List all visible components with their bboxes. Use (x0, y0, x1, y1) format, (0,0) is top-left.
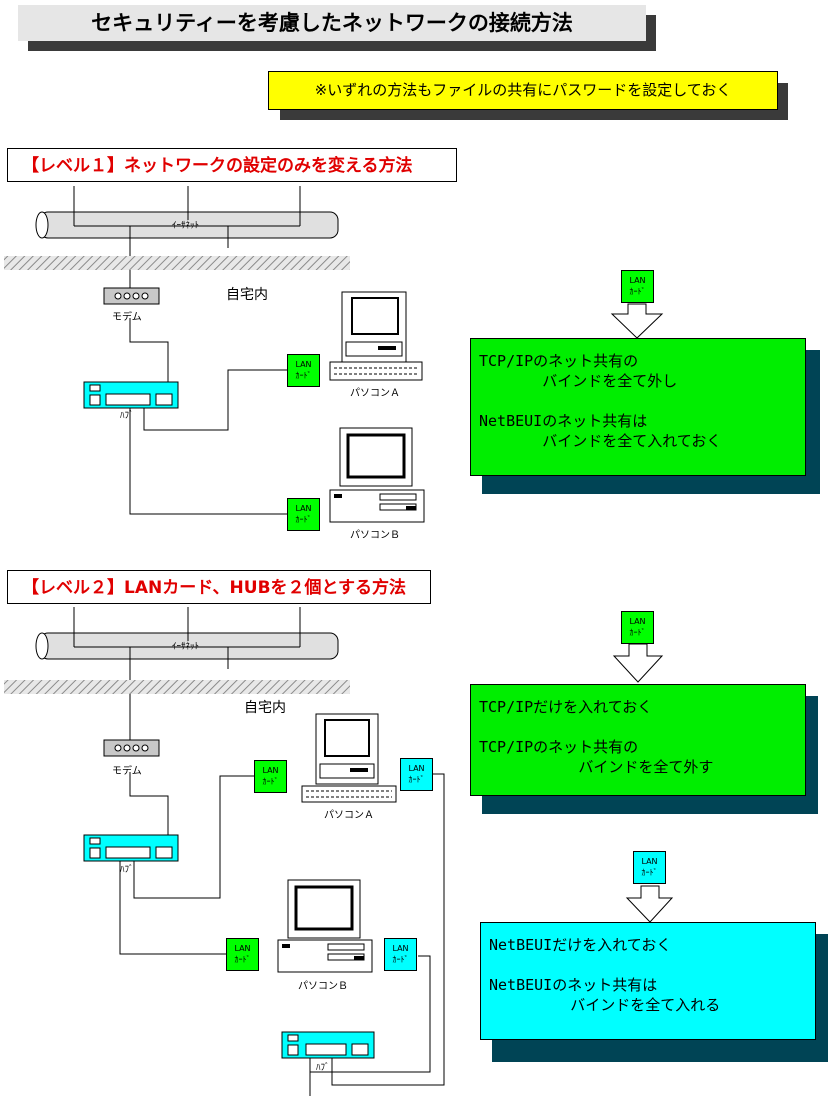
lan-card-text: LAN (629, 276, 646, 285)
pc-b-computer-1 (329, 427, 425, 523)
instruction-line: バインドを全て外す (479, 758, 714, 776)
modem-2 (103, 739, 160, 757)
home-label-2: 自宅内 (244, 700, 286, 716)
wall-hatch-1 (4, 256, 350, 270)
pc-b-label-1: パソコンＢ (350, 530, 400, 541)
lan-card-b-1: LAN ｶｰﾄﾞ (287, 498, 320, 531)
lan-card-text: ｶｰﾄﾞ (629, 628, 646, 637)
pc-b-computer-2 (277, 879, 373, 973)
page-title: セキュリティーを考慮したネットワークの接続方法 (18, 5, 646, 41)
hub-label-2: ﾊﾌﾞ (120, 865, 134, 875)
lan-card-text: LAN (234, 944, 251, 953)
lan-card-text: ｶｰﾄﾞ (295, 515, 312, 524)
ethernet-cable-1 (35, 186, 339, 288)
lan-card-text: ｶｰﾄﾞ (629, 287, 646, 296)
ethernet-label-1: ｲｰｻﾈｯﾄ (172, 221, 200, 231)
instruction-line: TCP/IPだけを入れておく (479, 698, 653, 716)
modem-label-1: モデム (112, 312, 142, 323)
pc-a-computer-2 (301, 713, 397, 803)
pc-a-label-1: パソコンＡ (350, 388, 400, 399)
modem-1 (103, 287, 160, 305)
lan-card-text: LAN (262, 766, 279, 775)
ethernet-cable-2 (35, 607, 339, 740)
level2-tcp-box: TCP/IPだけを入れておく TCP/IPのネット共有の バインドを全て外す (470, 684, 806, 796)
lan-card-text: LAN (629, 617, 646, 626)
lan-card-legend-cyan-2: LAN ｶｰﾄﾞ (633, 851, 666, 884)
lan-card-text: LAN (641, 857, 658, 866)
lan-card-text: ｶｰﾄﾞ (234, 955, 251, 964)
lan-card-text: LAN (408, 764, 425, 773)
instruction-line: TCP/IPのネット共有の (479, 738, 639, 756)
arrow-down-1 (610, 303, 664, 339)
lan-card-text: LAN (295, 360, 312, 369)
lan-card-legend-green-2: LAN ｶｰﾄﾞ (621, 611, 654, 644)
instruction-line: TCP/IPのネット共有の (479, 352, 639, 370)
hub-1 (83, 381, 179, 409)
pc-a-computer-1 (329, 291, 423, 381)
pc-a-label-2: パソコンＡ (324, 810, 374, 821)
instruction-line: NetBEUIのネット共有は (479, 412, 648, 430)
instruction-line: バインドを全て外し (479, 372, 678, 390)
ethernet-label-2: ｲｰｻﾈｯﾄ (172, 642, 200, 652)
lan-card-text: LAN (295, 504, 312, 513)
hub2-label: ﾊﾌﾞ (316, 1063, 330, 1073)
hub-2b (281, 1031, 375, 1059)
instruction-line (479, 717, 797, 737)
lan-card-a-1: LAN ｶｰﾄﾞ (287, 354, 320, 387)
lan-card-a-green-2: LAN ｶｰﾄﾞ (254, 760, 287, 793)
wall-hatch-2 (4, 680, 350, 694)
hub-label-1: ﾊﾌﾞ (120, 411, 134, 421)
lan-card-text: ｶｰﾄﾞ (295, 371, 312, 380)
instruction-line (479, 391, 797, 411)
modem-label-2: モデム (112, 766, 142, 777)
lan-card-legend-1: LAN ｶｰﾄﾞ (621, 270, 654, 303)
hub-2a (83, 834, 179, 862)
instruction-line: バインドを全て入れておく (479, 432, 722, 450)
instruction-line: NetBEUIのネット共有は (489, 976, 658, 994)
lan-card-text: ｶｰﾄﾞ (262, 777, 279, 786)
level2-netbeui-box: NetBEUIだけを入れておく NetBEUIのネット共有は バインドを全て入れ… (480, 922, 816, 1040)
instruction-line: バインドを全て入れる (489, 996, 721, 1014)
lan-card-text: ｶｰﾄﾞ (641, 868, 658, 877)
instruction-line: NetBEUIだけを入れておく (489, 936, 672, 954)
level1-heading: 【レベル１】ネットワークの設定のみを変える方法 (7, 148, 457, 182)
lan-card-text: ｶｰﾄﾞ (392, 955, 409, 964)
lan-card-a-cyan-2: LAN ｶｰﾄﾞ (400, 758, 433, 791)
instruction-line (489, 955, 807, 975)
pc-b-label-2: パソコンＢ (298, 981, 348, 992)
level2-heading: 【レベル２】LANカード、HUBを２個とする方法 (7, 570, 431, 604)
home-label-1: 自宅内 (226, 287, 268, 303)
lan-card-b-green-2: LAN ｶｰﾄﾞ (226, 938, 259, 971)
lan-card-text: LAN (392, 944, 409, 953)
level1-instruction-box: TCP/IPのネット共有の バインドを全て外し NetBEUIのネット共有は バ… (470, 338, 806, 476)
arrow-down-3 (625, 885, 674, 923)
lan-card-b-cyan-2: LAN ｶｰﾄﾞ (384, 938, 417, 971)
arrow-down-2 (612, 643, 664, 683)
password-note: ※いずれの方法もファイルの共有にパスワードを設定しておく (268, 71, 778, 110)
lan-card-text: ｶｰﾄﾞ (408, 775, 425, 784)
